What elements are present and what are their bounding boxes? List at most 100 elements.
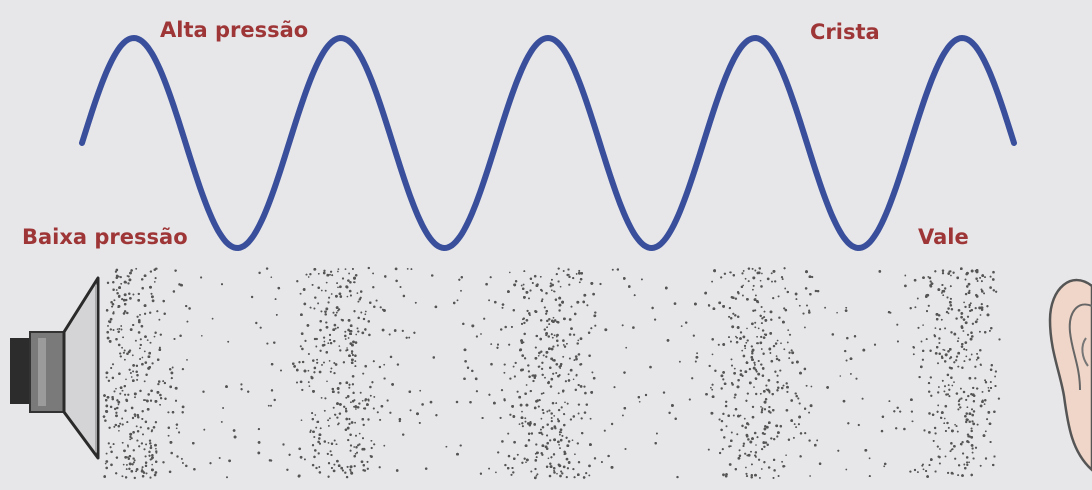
air-particle [992, 270, 995, 274]
air-particle [927, 382, 931, 385]
air-particle [127, 445, 129, 448]
air-particle [808, 309, 811, 312]
air-particle [179, 334, 182, 338]
air-particle [557, 280, 560, 283]
air-particle [745, 341, 748, 344]
air-particle [798, 304, 801, 307]
air-particle [518, 395, 522, 399]
air-particle [540, 417, 543, 420]
air-particle [169, 441, 173, 444]
air-particle [558, 443, 560, 446]
air-particle [471, 324, 475, 328]
air-particle [349, 329, 353, 333]
air-particle [987, 411, 991, 414]
air-particle [106, 336, 110, 340]
air-particle [747, 438, 750, 441]
air-particle [185, 464, 188, 468]
air-particle [764, 441, 768, 444]
air-particle [128, 454, 132, 458]
air-particle [930, 394, 933, 397]
air-particle [401, 329, 404, 333]
air-particle [511, 466, 514, 470]
air-particle [785, 382, 788, 385]
air-particle [754, 473, 757, 477]
air-particle [745, 472, 748, 475]
air-particle [123, 293, 127, 297]
air-particle [336, 402, 339, 405]
air-particle [221, 283, 223, 286]
air-particle [760, 285, 763, 288]
air-particle [530, 470, 533, 473]
air-particle [970, 435, 974, 439]
air-particle [151, 429, 154, 432]
air-particle [167, 434, 170, 437]
air-particle [537, 365, 540, 368]
air-particle [408, 336, 411, 339]
air-particle [315, 337, 318, 341]
air-particle [270, 276, 273, 279]
air-particle [364, 364, 368, 368]
air-particle [785, 408, 789, 412]
air-particle [360, 460, 364, 464]
air-particle [583, 411, 587, 414]
air-particle [339, 403, 342, 406]
air-particle [770, 359, 774, 363]
air-particle [788, 351, 791, 354]
air-particle [322, 271, 326, 275]
air-particle [558, 464, 562, 468]
air-particle [513, 440, 516, 444]
air-particle [327, 301, 330, 304]
air-particle [777, 475, 780, 477]
air-particle [971, 322, 975, 325]
air-particle [946, 373, 950, 377]
air-particle [623, 407, 627, 410]
air-particle [394, 267, 398, 271]
air-particle [123, 302, 127, 306]
air-particle [763, 310, 766, 313]
air-particle [193, 468, 196, 471]
air-particle [124, 409, 127, 412]
air-particle [393, 329, 397, 332]
air-particle [418, 421, 421, 424]
air-particle [562, 270, 565, 272]
air-particle [989, 330, 991, 332]
air-particle [329, 273, 331, 276]
air-particle [949, 348, 952, 351]
air-particle [510, 325, 513, 328]
air-particle [673, 302, 677, 305]
air-particle [247, 390, 250, 393]
air-particle [991, 278, 995, 281]
air-particle [350, 471, 354, 475]
air-particle [336, 416, 339, 419]
air-particle [565, 436, 568, 439]
air-particle [146, 399, 149, 403]
air-particle [105, 460, 109, 463]
air-particle [592, 376, 596, 380]
air-particle [742, 335, 746, 339]
air-particle [966, 333, 970, 336]
air-particle [968, 420, 971, 423]
air-particle [553, 415, 556, 417]
air-particle [406, 267, 409, 270]
air-particle [728, 336, 730, 338]
air-particle [349, 444, 353, 447]
air-particle [373, 443, 376, 446]
air-particle [711, 353, 714, 356]
air-particle [143, 448, 146, 451]
air-particle [545, 309, 549, 313]
air-particle [694, 360, 697, 363]
air-particle [342, 361, 345, 364]
air-particle [850, 373, 852, 375]
air-particle [132, 461, 135, 464]
air-particle [112, 312, 115, 315]
air-particle [957, 403, 961, 406]
air-particle [240, 388, 243, 391]
air-particle [855, 377, 858, 380]
air-particle [720, 387, 723, 390]
air-particle [622, 277, 626, 280]
air-particle [356, 451, 358, 454]
air-particle [336, 387, 340, 390]
air-particle [523, 332, 526, 336]
air-particle [485, 282, 488, 286]
air-particle [339, 285, 342, 289]
